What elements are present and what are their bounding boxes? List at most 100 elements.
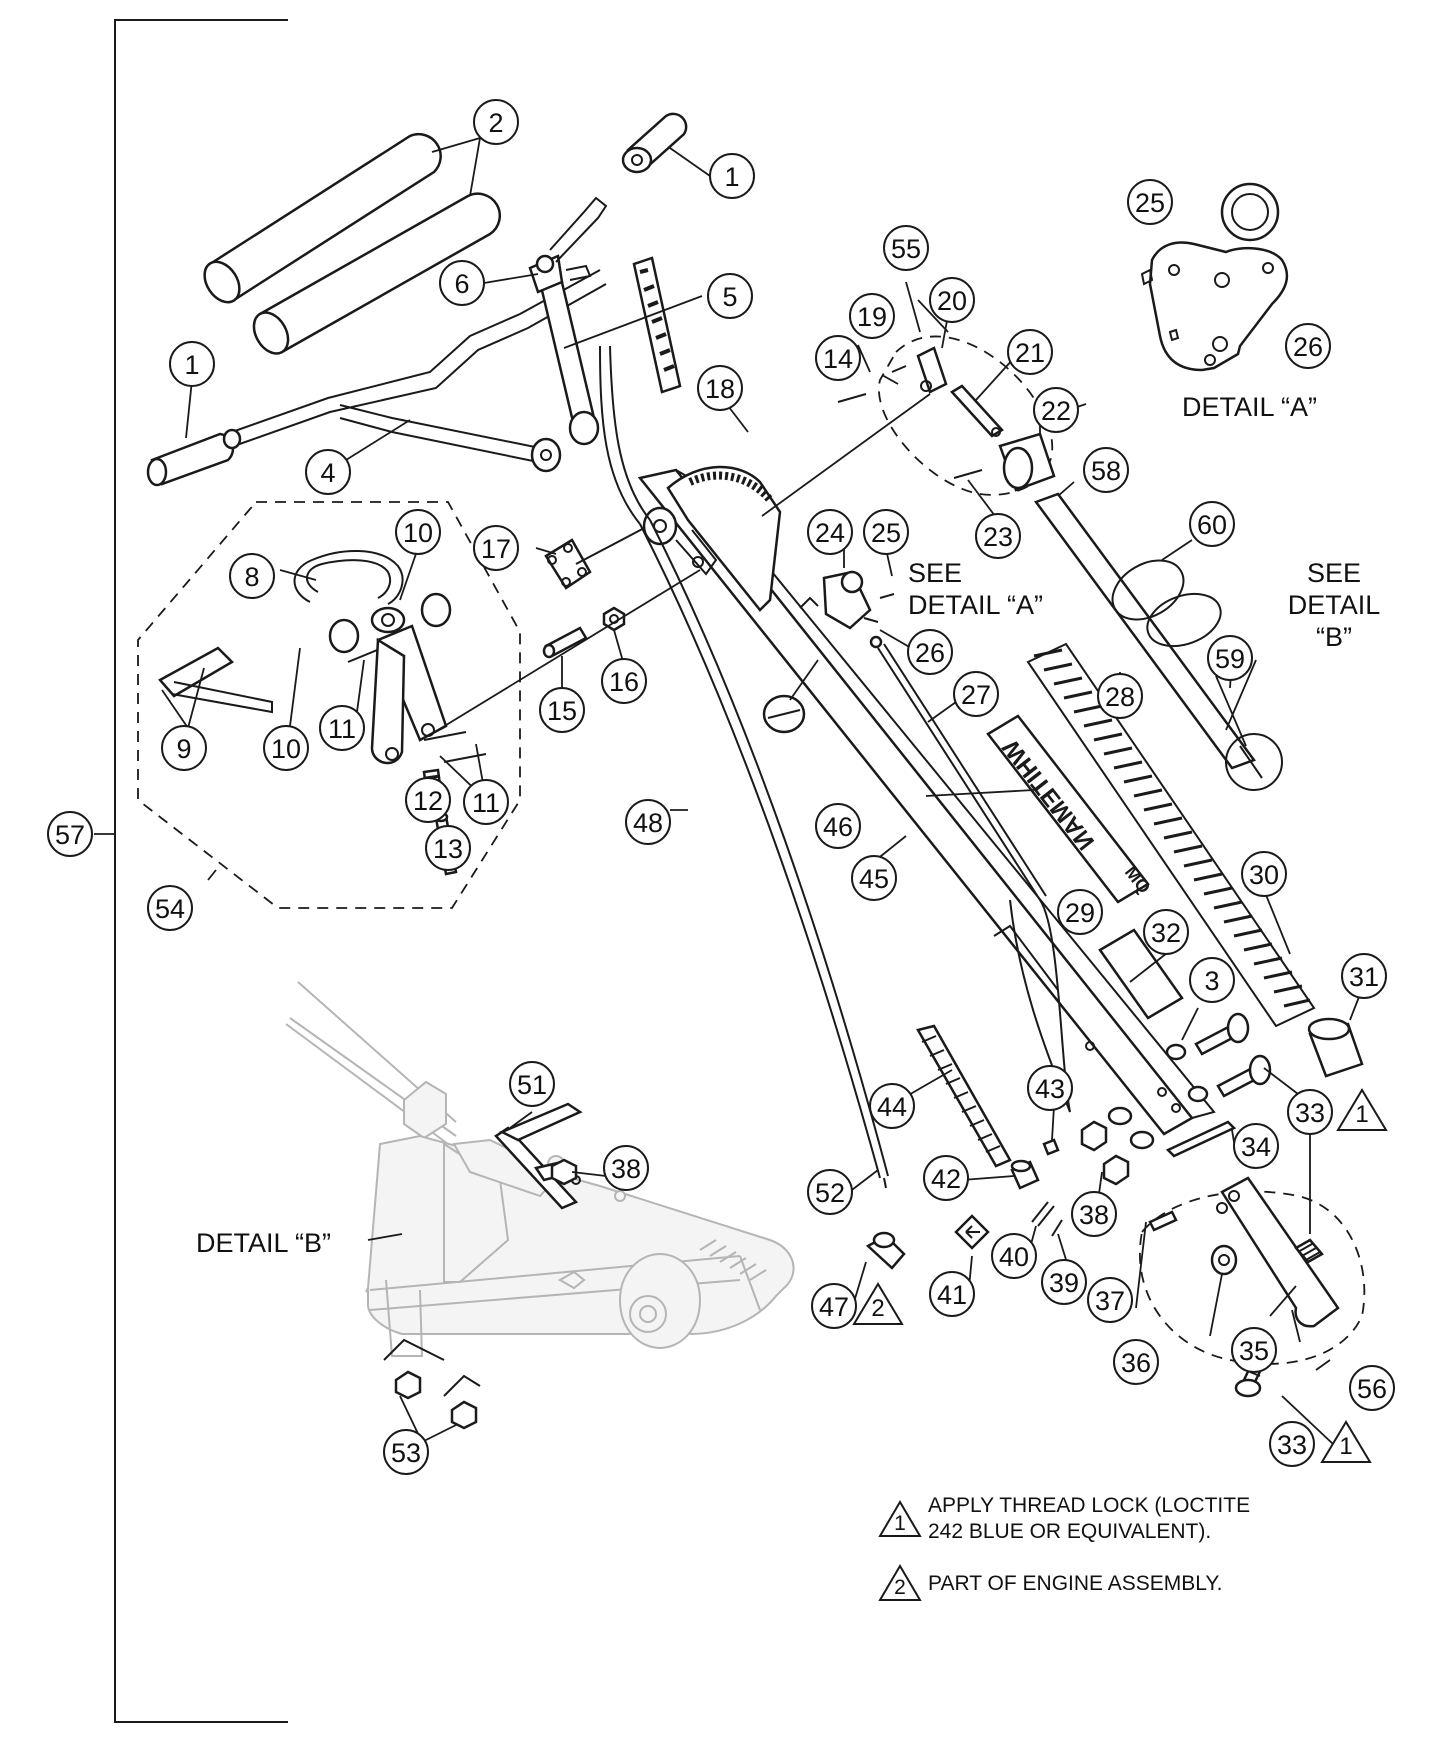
- callout-circle: [161, 725, 207, 771]
- callout-circle: [603, 1145, 649, 1191]
- part-3-washer: [1165, 1043, 1209, 1103]
- detail-a-title: DETAIL “A”: [1182, 392, 1317, 422]
- callout-c56: 56: [1349, 1365, 1395, 1411]
- callout-circle: [473, 525, 519, 571]
- callout-circle: [383, 1429, 429, 1475]
- callout-circle: [1113, 1339, 1159, 1385]
- callout-c18: 18: [697, 365, 743, 411]
- callout-c26b: 26: [1285, 323, 1331, 369]
- callout-circle: [1341, 953, 1387, 999]
- note1-line2: 242 BLUE OR EQUIVALENT).: [928, 1520, 1211, 1543]
- callout-circle: [229, 553, 275, 599]
- callout-c42: 42: [923, 1155, 969, 1201]
- part-34-shim: [1165, 1120, 1237, 1158]
- triangle-number: 2: [871, 1295, 884, 1322]
- callout-c17: 17: [473, 525, 519, 571]
- part-39-40-pins: [1031, 1201, 1063, 1237]
- callout-circle: [1033, 387, 1079, 433]
- callout-circle: [1287, 1089, 1333, 1135]
- callout-c46: 46: [815, 803, 861, 849]
- callout-number: 4: [320, 458, 335, 488]
- callout-c3: 3: [1189, 957, 1235, 1003]
- callout-c54: 54: [147, 885, 193, 931]
- callout-number: 35: [1239, 1336, 1269, 1366]
- triangle-shape: [852, 1282, 904, 1325]
- callout-number: 27: [961, 680, 991, 710]
- callout-circle: [697, 365, 743, 411]
- part-48-cable: [599, 345, 889, 1189]
- callout-c33a: 33: [1287, 1089, 1333, 1135]
- callout-number: 39: [1049, 1268, 1079, 1298]
- callout-c14: 14: [815, 335, 861, 381]
- callout-number: 32: [1151, 918, 1181, 948]
- callout-number: 21: [1015, 338, 1045, 368]
- callout-number: 26: [1293, 332, 1323, 362]
- part-38-nut-detail-b: [550, 1158, 578, 1186]
- callout-c37: 37: [1087, 1277, 1133, 1323]
- callout-circle: [811, 1283, 857, 1329]
- callout-c1a: 1: [709, 153, 755, 199]
- callout-c41: 41: [929, 1271, 975, 1317]
- callout-c24: 24: [807, 509, 853, 555]
- callout-c33b: 33: [1269, 1421, 1315, 1467]
- callout-circle: [625, 799, 671, 845]
- callout-circle: [1071, 1191, 1117, 1237]
- part-8-bail-handle: [293, 550, 406, 634]
- callout-number: 57: [55, 820, 85, 850]
- callout-number: 10: [403, 518, 433, 548]
- callout-number: 43: [1035, 1074, 1065, 1104]
- parts-19-20-21-bracket: [837, 346, 1004, 438]
- detail-b-reference: SEE DETAIL “B”: [1288, 558, 1381, 652]
- callout-c15: 15: [539, 687, 585, 733]
- detail-a-reference: SEE DETAIL “A”: [908, 558, 1043, 620]
- callout-circle: [147, 885, 193, 931]
- callout-c45: 45: [851, 855, 897, 901]
- callout-number: 38: [1079, 1200, 1109, 1230]
- callout-c60: 60: [1189, 501, 1235, 547]
- callout-circle: [1285, 323, 1331, 369]
- callout-c26a: 26: [907, 629, 953, 675]
- callout-circle: [709, 153, 755, 199]
- callout-number: 1: [724, 162, 739, 192]
- callout-circle: [539, 687, 585, 733]
- part-2-handle-tubes: [203, 133, 501, 355]
- callout-number: 5: [722, 282, 737, 312]
- callout-number: 56: [1357, 1374, 1387, 1404]
- callout-number: 47: [819, 1292, 849, 1322]
- callout-number: 15: [547, 696, 577, 726]
- part-1-grip-left: [146, 432, 235, 487]
- callout-circle: [851, 855, 897, 901]
- callout-c8: 8: [229, 553, 275, 599]
- callout-circle: [1083, 447, 1129, 493]
- callout-number: 28: [1105, 682, 1135, 712]
- callout-circle: [1087, 1277, 1133, 1323]
- callout-circle: [807, 1169, 853, 1215]
- callout-number: 16: [609, 667, 639, 697]
- part-15-tube: [542, 626, 588, 659]
- callout-circle: [953, 671, 999, 717]
- callout-c59: 59: [1207, 635, 1253, 681]
- callout-circle: [849, 293, 895, 339]
- callout-c36: 36: [1113, 1339, 1159, 1385]
- note1-symbol: 1: [894, 1512, 906, 1535]
- callout-c6: 6: [439, 260, 485, 306]
- detail-b-ref-line1: SEE: [1307, 558, 1361, 588]
- callout-number: 18: [705, 374, 735, 404]
- callout-number: 38: [611, 1154, 641, 1184]
- callout-number: 44: [877, 1092, 907, 1122]
- callout-c35: 35: [1231, 1327, 1277, 1373]
- callout-circle: [601, 658, 647, 704]
- callout-number: 25: [871, 518, 901, 548]
- callout-circle: [815, 335, 861, 381]
- callout-c13: 13: [425, 825, 471, 871]
- callout-circle: [815, 803, 861, 849]
- callout-c5: 5: [707, 273, 753, 319]
- triangle-number: 1: [1339, 1433, 1352, 1460]
- triangle-shape: [1336, 1088, 1388, 1131]
- part-17-hub: [544, 525, 649, 590]
- callout-circle: [1097, 673, 1143, 719]
- callout-c12: 12: [405, 777, 451, 823]
- callout-c29: 29: [1057, 889, 1103, 935]
- callout-circle: [263, 725, 309, 771]
- callout-circle: [883, 225, 929, 271]
